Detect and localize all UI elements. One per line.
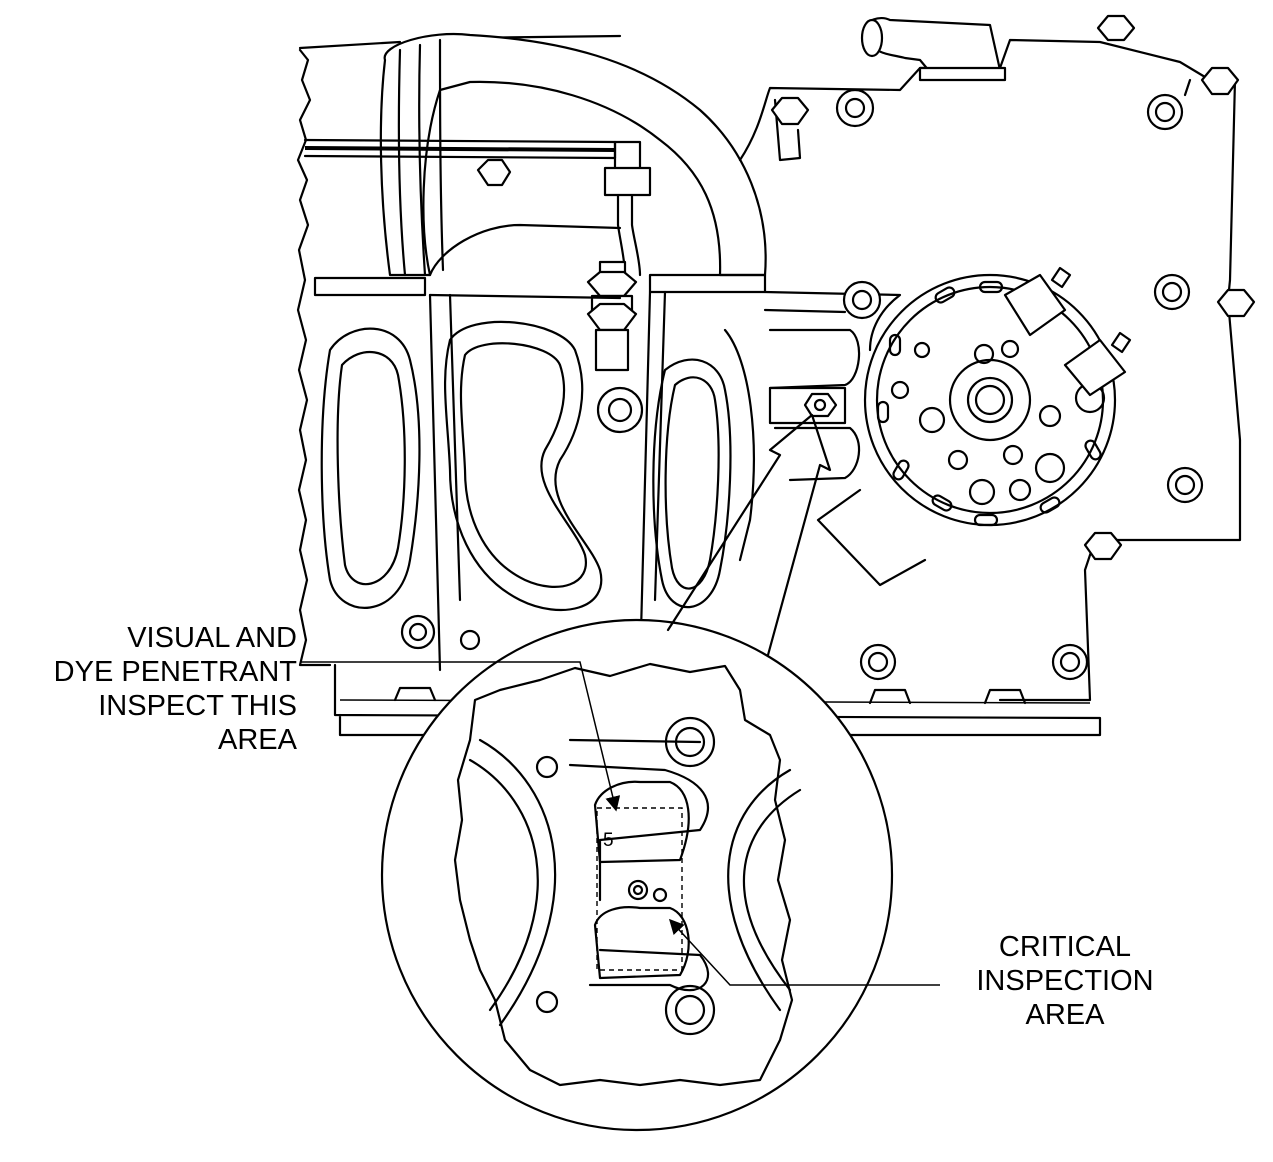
hex-nut bbox=[476, 158, 512, 187]
sensor-unit bbox=[1003, 273, 1067, 337]
leader-arrow bbox=[666, 413, 832, 657]
housing-bolt bbox=[1216, 288, 1256, 318]
housing-bolt bbox=[1083, 531, 1123, 561]
housing-bolt bbox=[1096, 14, 1136, 42]
mount-boss bbox=[596, 386, 644, 434]
intake-elbow-tube bbox=[379, 33, 767, 277]
housing-bolt bbox=[1200, 66, 1240, 96]
callout-line: INSPECTION bbox=[976, 965, 1154, 997]
callout-line: INSPECT THIS bbox=[98, 690, 297, 722]
crankcase-bottom-rail bbox=[333, 663, 1102, 737]
callout-line: VISUAL AND bbox=[127, 622, 297, 654]
callout-line: AREA bbox=[218, 724, 297, 756]
critical-bolt bbox=[803, 392, 838, 418]
inspection-zone bbox=[596, 807, 683, 971]
callout-line: DYE PENETRANT bbox=[53, 656, 297, 688]
exhaust-port-right bbox=[652, 358, 732, 609]
mount-boss bbox=[400, 614, 436, 650]
engine-block-left-edge bbox=[296, 48, 332, 667]
engine-line-drawing bbox=[296, 14, 1256, 737]
vent-fitting bbox=[863, 16, 1002, 74]
callout-line: AREA bbox=[1025, 999, 1105, 1031]
detail-boss-lower bbox=[664, 984, 716, 1036]
callout-visual-dye-penetrant: VISUAL AND DYE PENETRANT INSPECT THIS AR… bbox=[54, 621, 297, 757]
detail-zone-number: 5 bbox=[603, 830, 614, 851]
magnified-detail-circle bbox=[380, 618, 894, 1132]
housing-bolt bbox=[770, 96, 810, 126]
critical-leader-line bbox=[668, 918, 940, 986]
sensor-unit bbox=[1063, 338, 1127, 397]
exhaust-port-left bbox=[320, 327, 421, 609]
callout-line: CRITICAL bbox=[998, 931, 1132, 963]
fuel-line-fitting bbox=[603, 140, 652, 277]
exhaust-port-center bbox=[444, 320, 603, 612]
critical-hole bbox=[627, 879, 649, 901]
cylinder-flange bbox=[313, 273, 767, 297]
cutaway-edge bbox=[453, 662, 794, 1087]
callout-critical-inspection: CRITICAL INSPECTION AREA bbox=[950, 930, 1180, 1032]
hex-nut-stud bbox=[586, 270, 638, 298]
oil-line-bar bbox=[304, 146, 616, 152]
visual-leader-line bbox=[300, 661, 621, 812]
accessory-drive-pad bbox=[816, 266, 1132, 587]
critical-hole-small bbox=[652, 887, 668, 903]
